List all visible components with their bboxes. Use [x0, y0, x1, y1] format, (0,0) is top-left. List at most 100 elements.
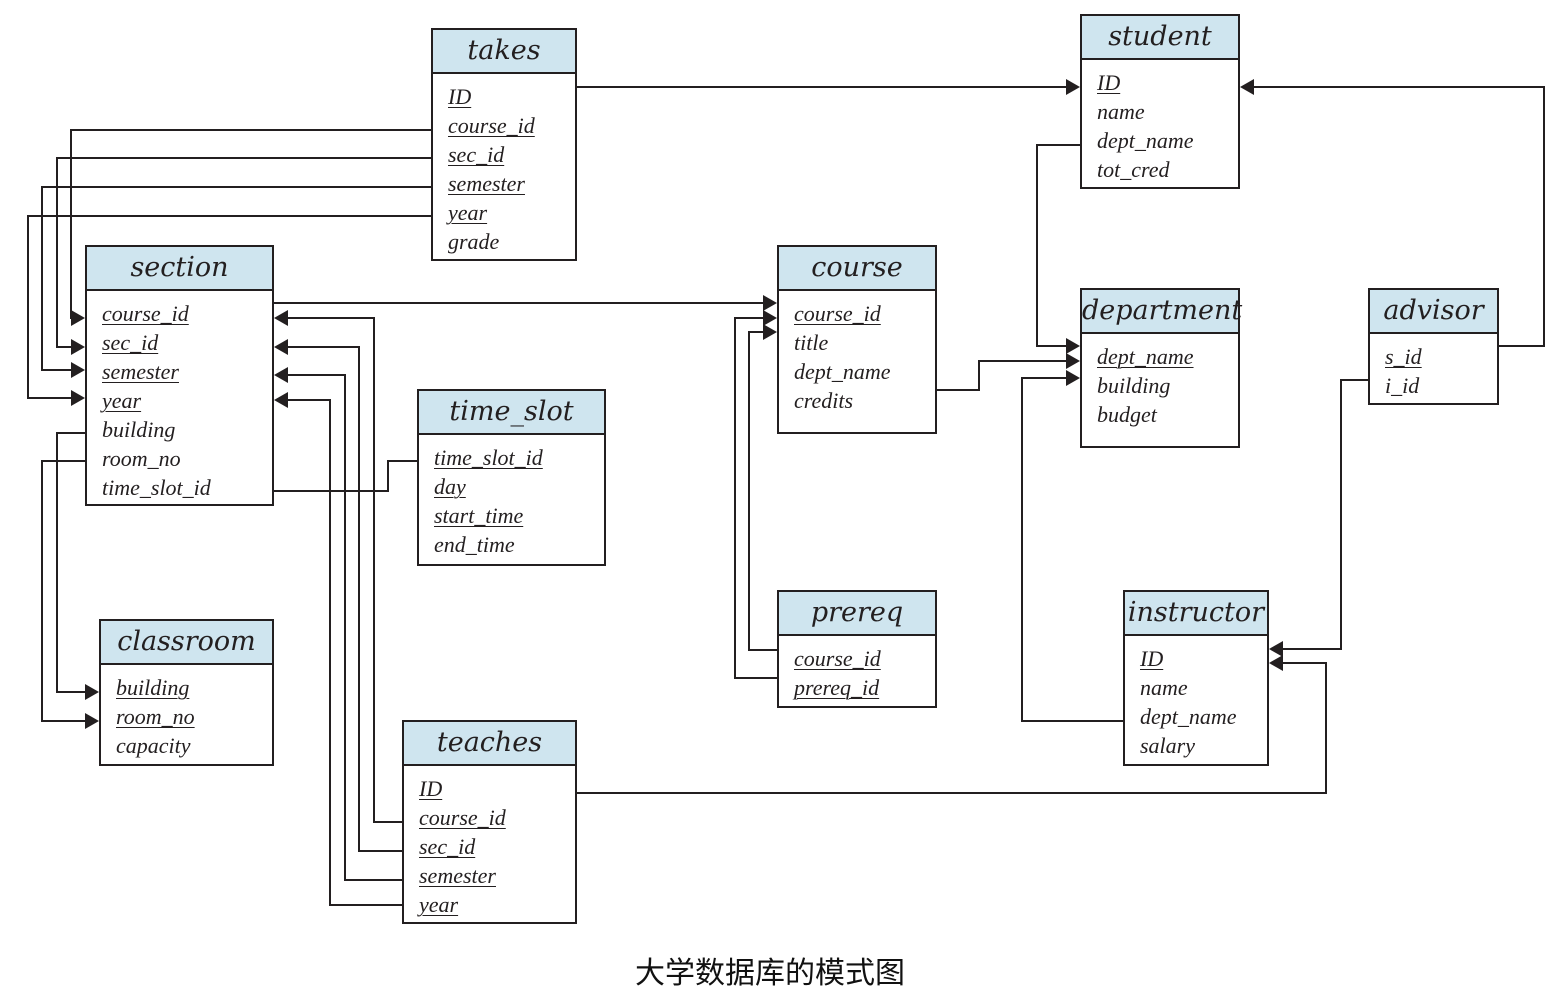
primary-key-attribute: ID [1097, 70, 1121, 95]
attribute: dept_name [1140, 704, 1237, 729]
attribute: salary [1140, 733, 1195, 758]
attribute-list: ID name dept_name tot_cred [1082, 60, 1238, 190]
connector-line [1281, 379, 1368, 650]
primary-key-attribute: prereq_id [794, 675, 880, 700]
primary-key-attribute: time_slot_id [434, 445, 543, 470]
attribute: i_id [1385, 373, 1420, 398]
table-title: section [87, 247, 272, 291]
attribute: building [1097, 373, 1171, 398]
arrowhead-icon [71, 310, 85, 326]
table-title: course [779, 247, 935, 291]
table-title: department [1082, 290, 1242, 334]
primary-key-attribute: semester [448, 171, 525, 196]
attribute-list: course_id sec_id semester year building room_… [87, 291, 272, 508]
arrowhead-icon [1066, 353, 1080, 369]
reference-takes-ID-to-student-ID [577, 79, 1080, 95]
reference-student-dept_name-to-department-dept_name [1036, 144, 1080, 354]
table-title: classroom [101, 621, 272, 665]
attribute: tot_cred [1097, 157, 1170, 182]
attribute-list: course_id prereq_id [779, 636, 935, 708]
reference-prereq-prereq_id-to-course-course_id [734, 310, 777, 679]
attribute: grade [448, 229, 500, 254]
figure-caption: 大学数据库的模式图 [635, 956, 905, 991]
connector-line [286, 317, 402, 823]
connector-line [274, 460, 417, 492]
arrowhead-icon [274, 339, 288, 355]
table-title: instructor [1125, 592, 1267, 636]
connector-line [286, 399, 402, 906]
arrowhead-icon [763, 310, 777, 326]
table-classroom: classroom building room_no capacity [99, 619, 274, 766]
reference-section-course_id-to-course-course_id [274, 295, 777, 311]
reference-advisor-i_id-to-instructor-ID [1269, 379, 1368, 657]
primary-key-attribute: semester [419, 863, 496, 888]
reference-section-time_slot_id-to-time_slot-time_slot_id [274, 460, 417, 492]
primary-key-attribute: course_id [419, 805, 506, 830]
primary-key-attribute: course_id [102, 301, 189, 326]
primary-key-attribute: year [102, 388, 142, 413]
attribute: budget [1097, 402, 1157, 427]
attribute: capacity [116, 733, 191, 758]
connector-line [1036, 144, 1080, 347]
arrowhead-icon [1240, 79, 1254, 95]
connector-line [286, 346, 402, 852]
reference-teaches-semester-to-section-semester [274, 367, 402, 881]
primary-key-attribute: ID [1140, 646, 1164, 671]
arrowhead-icon [763, 324, 777, 340]
primary-key-attribute: sec_id [102, 330, 159, 355]
arrowhead-icon [763, 295, 777, 311]
primary-key-attribute: ID [448, 84, 472, 109]
attribute-list: dept_name building budget [1082, 334, 1238, 435]
arrowhead-icon [71, 362, 85, 378]
arrowhead-icon [71, 390, 85, 406]
table-department: department dept_name building budget [1080, 288, 1242, 448]
attribute: title [794, 330, 829, 355]
connector-line [937, 360, 1068, 391]
attribute: dept_name [1097, 128, 1194, 153]
arrowhead-icon [71, 339, 85, 355]
table-title: advisor [1370, 290, 1497, 334]
primary-key-attribute: room_no [116, 704, 195, 729]
reference-course-dept_name-to-department-dept_name [937, 353, 1080, 391]
arrowhead-icon [1066, 370, 1080, 386]
connector-line [41, 460, 87, 722]
attribute: room_no [102, 446, 181, 471]
attribute: building [102, 417, 176, 442]
arrowhead-icon [85, 684, 99, 700]
primary-key-attribute: semester [102, 359, 179, 384]
attribute: time_slot_id [102, 475, 211, 500]
attribute: name [1140, 675, 1188, 700]
arrowhead-icon [274, 367, 288, 383]
arrowhead-icon [1269, 655, 1283, 671]
table-title: prereq [779, 592, 935, 636]
connector-line [748, 331, 777, 651]
primary-key-attribute: dept_name [1097, 344, 1194, 369]
table-title: student [1082, 16, 1238, 60]
primary-key-attribute: building [116, 675, 190, 700]
table-title: takes [433, 30, 575, 74]
primary-key-attribute: sec_id [419, 834, 476, 859]
primary-key-attribute: course_id [448, 113, 535, 138]
arrowhead-icon [274, 392, 288, 408]
primary-key-attribute: start_time [434, 503, 524, 528]
arrowhead-icon [1066, 338, 1080, 354]
primary-key-attribute: year [419, 892, 459, 917]
connector-line [734, 317, 777, 679]
arrowhead-icon [274, 310, 288, 326]
attribute: name [1097, 99, 1145, 124]
attribute: dept_name [794, 359, 891, 384]
arrowhead-icon [1066, 79, 1080, 95]
reference-teaches-course_id-to-section-course_id [274, 310, 402, 823]
primary-key-attribute: course_id [794, 646, 881, 671]
attribute: end_time [434, 532, 515, 557]
connector-line [56, 432, 87, 693]
